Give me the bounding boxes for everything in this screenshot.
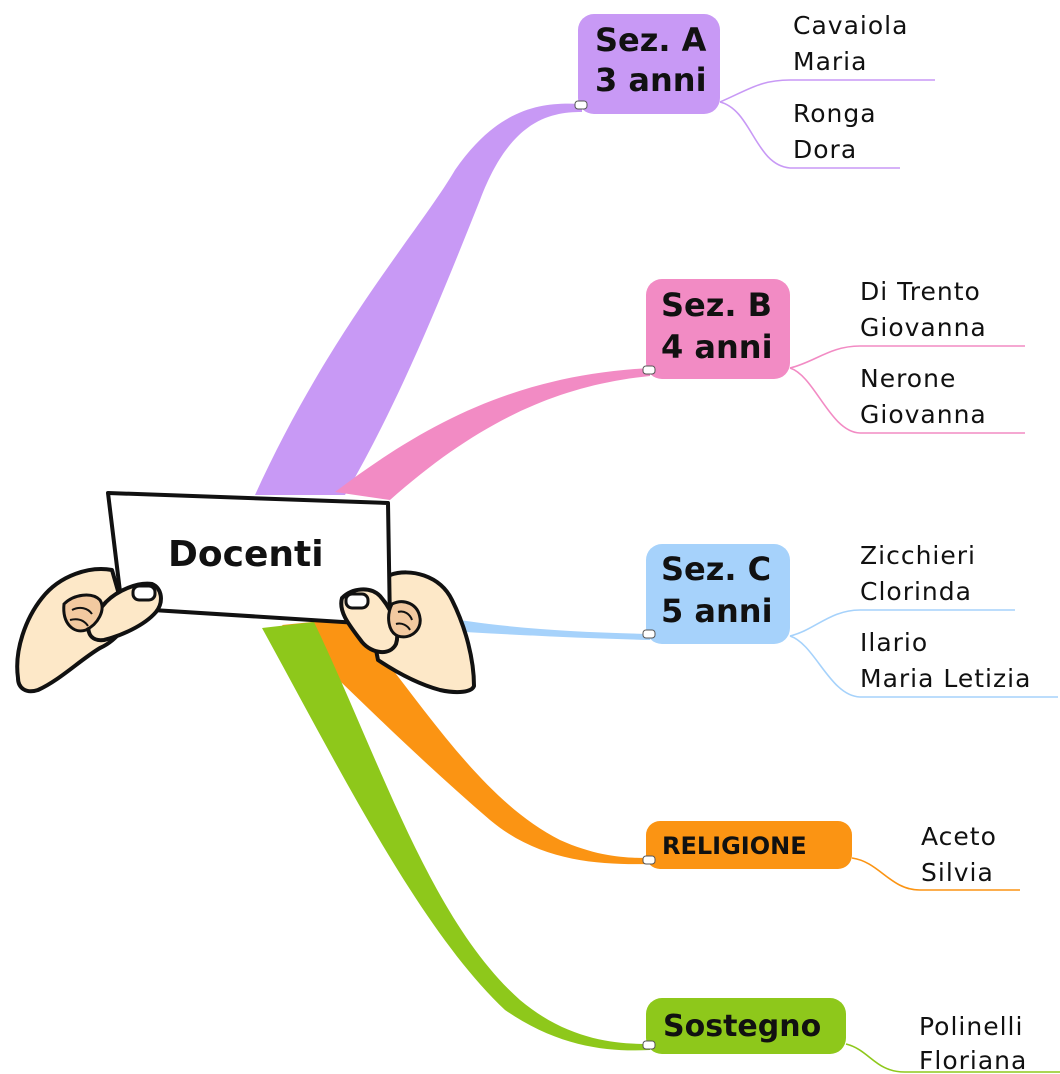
leaf-aceto-line1: Aceto (921, 822, 997, 851)
leaf-nerone-line2: Giovanna (860, 400, 987, 429)
branch-node-sostegno[interactable]: Sostegno (646, 998, 846, 1054)
branch-connector-religione (282, 618, 650, 865)
leaves-sez-c: Zicchieri Clorinda Ilario Maria Letizia (860, 541, 1031, 693)
right-thumbnail (344, 592, 370, 610)
branch-node-sez-a[interactable]: Sez. A 3 anni (578, 14, 720, 114)
leaf-polinelli-line1: Polinelli (919, 1012, 1023, 1041)
leaves-religione: Aceto Silvia (921, 822, 997, 887)
branch-label-religione: RELIGIONE (662, 832, 807, 860)
leaf-aceto-line2: Silvia (921, 858, 994, 887)
branch-label-sez-b-line2: 4 anni (661, 328, 773, 366)
branch-connector-sez-b (335, 368, 650, 500)
leaf-ronga-line1: Ronga (793, 99, 877, 128)
collapse-handle-religione[interactable] (642, 855, 656, 865)
leaves-sez-a: Cavaiola Maria Ronga Dora (793, 11, 908, 164)
leaf-zicchieri-line1: Zicchieri (860, 541, 976, 570)
branch-label-sez-a-line2: 3 anni (595, 61, 707, 99)
branch-node-religione[interactable]: RELIGIONE (646, 821, 852, 869)
leaf-ronga-line2: Dora (793, 135, 857, 164)
branch-label-sez-a-line1: Sez. A (595, 21, 707, 59)
branch-connector-sez-c (430, 615, 650, 640)
leaf-line-aceto (851, 857, 1020, 891)
branch-label-sez-c-line2: 5 anni (661, 592, 773, 630)
leaf-polinelli-line2: Floriana (919, 1046, 1027, 1074)
central-label: Docenti (168, 534, 324, 575)
leaf-line-ronga (719, 101, 900, 169)
leaves-sez-b: Di Trento Giovanna Nerone Giovanna (860, 277, 987, 429)
branch-label-sostegno: Sostegno (663, 1009, 821, 1044)
leaf-nerone-line1: Nerone (860, 364, 956, 393)
leaf-ditrento-line2: Giovanna (860, 313, 987, 342)
collapse-handle-sez-b[interactable] (642, 365, 656, 375)
collapse-handle-sez-a[interactable] (574, 100, 588, 110)
central-node[interactable]: Docenti (15, 491, 476, 695)
leaf-connectors (719, 79, 1060, 1073)
branch-label-sez-b-line1: Sez. B (661, 286, 772, 324)
leaf-line-cavaiola (719, 79, 935, 103)
leaf-line-nerone (789, 367, 1025, 434)
leaf-line-ditrento (789, 345, 1025, 369)
leaf-ilario-line1: Ilario (860, 628, 928, 657)
leaf-line-polinelli (845, 1043, 1060, 1073)
branch-node-sez-b[interactable]: Sez. B 4 anni (646, 279, 790, 379)
leaf-ditrento-line1: Di Trento (860, 277, 981, 306)
right-fingers-illustration (387, 600, 422, 639)
leaf-ilario-line2: Maria Letizia (860, 664, 1031, 693)
leaf-line-ilario (789, 635, 1058, 698)
leaf-cavaiola-line2: Maria (793, 47, 867, 76)
left-knuckles-detail (69, 606, 93, 627)
right-knuckles-detail (395, 610, 413, 631)
branch-connector-sez-a (255, 103, 582, 495)
branch-connector-sostegno (262, 622, 650, 1051)
leaf-cavaiola-line1: Cavaiola (793, 11, 908, 40)
branch-label-sez-c-line1: Sez. C (661, 550, 771, 588)
left-thumbnail (131, 584, 157, 602)
leaves-sostegno: Polinelli Floriana (919, 1012, 1027, 1074)
leaf-line-zicchieri (789, 609, 1015, 637)
branch-node-sez-c[interactable]: Sez. C 5 anni (646, 544, 790, 644)
leaf-zicchieri-line2: Clorinda (860, 577, 972, 606)
collapse-handle-sostegno[interactable] (642, 1040, 656, 1050)
collapse-handle-sez-c[interactable] (642, 629, 656, 639)
left-fingers-illustration (62, 593, 104, 633)
